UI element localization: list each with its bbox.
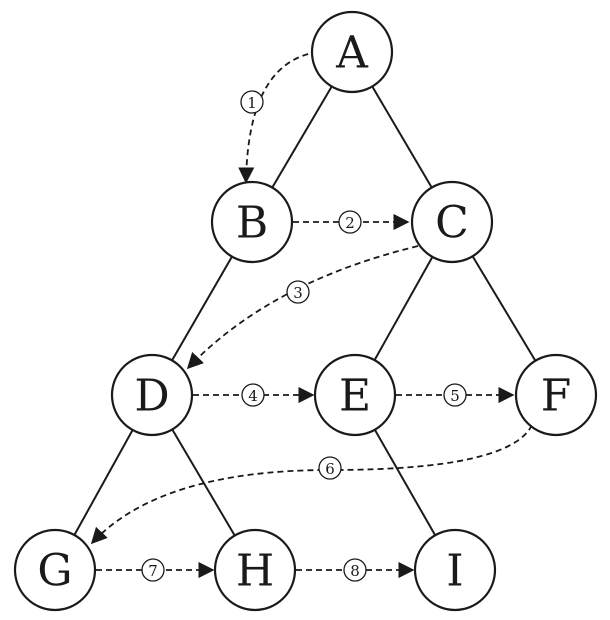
step-circle	[240, 90, 264, 114]
edge-E-I	[373, 429, 437, 536]
tree-node-C: C	[410, 180, 494, 264]
step-label-5: 5	[443, 383, 467, 407]
step-label-3: 3	[286, 280, 310, 304]
node-circle	[210, 180, 294, 264]
step-number: 4	[248, 387, 258, 405]
step-label-8: 8	[343, 558, 367, 582]
node-circle	[413, 528, 497, 612]
step-circle	[141, 558, 165, 582]
node-circle	[310, 10, 394, 94]
tree-node-F: F	[514, 353, 598, 437]
traversal-arrow-F-G	[90, 424, 533, 545]
step-circle	[241, 383, 265, 407]
edge-C-F	[471, 255, 537, 362]
step-label-1: 1	[240, 90, 264, 114]
tree-edges	[73, 85, 537, 537]
tree-node-E: E	[313, 353, 397, 437]
step-label-4: 4	[241, 383, 265, 407]
node-label: H	[236, 546, 274, 597]
node-label: C	[435, 198, 469, 249]
step-circle	[343, 558, 367, 582]
node-circle	[313, 353, 397, 437]
node-label: E	[339, 371, 371, 422]
edge-A-B	[271, 85, 333, 189]
tree-node-H: H	[213, 528, 297, 612]
edge-A-C	[371, 85, 433, 189]
node-circle	[110, 353, 194, 437]
step-circle	[338, 210, 362, 234]
tree-nodes: A B C D E F G H I	[13, 10, 598, 612]
node-label: F	[541, 371, 572, 422]
step-number: 1	[247, 94, 257, 112]
node-label: A	[335, 28, 369, 79]
step-number: 5	[450, 387, 460, 405]
node-label: B	[236, 198, 268, 249]
traversal-arrow-C-D	[186, 245, 419, 370]
tree-node-B: B	[210, 180, 294, 264]
step-circle	[443, 383, 467, 407]
edge-B-D	[171, 256, 233, 361]
edge-D-G	[73, 429, 134, 536]
step-label-7: 7	[141, 558, 165, 582]
step-label-2: 2	[338, 210, 362, 234]
node-circle	[514, 353, 598, 437]
traversal-arrows	[90, 51, 533, 579]
step-number: 7	[148, 562, 158, 580]
node-label: G	[37, 546, 72, 597]
node-circle	[13, 528, 97, 612]
edge-C-E	[373, 256, 434, 361]
step-circle	[318, 456, 342, 480]
node-label: I	[446, 546, 463, 597]
tree-node-I: I	[413, 528, 497, 612]
node-circle	[410, 180, 494, 264]
step-number: 8	[350, 562, 360, 580]
tree-node-G: G	[13, 528, 97, 612]
step-number: 2	[345, 214, 355, 232]
step-number: 6	[325, 460, 335, 478]
step-circle	[286, 280, 310, 304]
tree-node-A: A	[310, 10, 394, 94]
traversal-arrow-A-B	[238, 51, 319, 184]
step-label-6: 6	[318, 456, 342, 480]
step-number: 3	[293, 284, 303, 302]
tree-node-D: D	[110, 353, 194, 437]
traversal-step-labels: 1 2 3 4 5 6 7 8	[141, 90, 467, 582]
node-label: D	[134, 371, 169, 422]
node-circle	[213, 528, 297, 612]
